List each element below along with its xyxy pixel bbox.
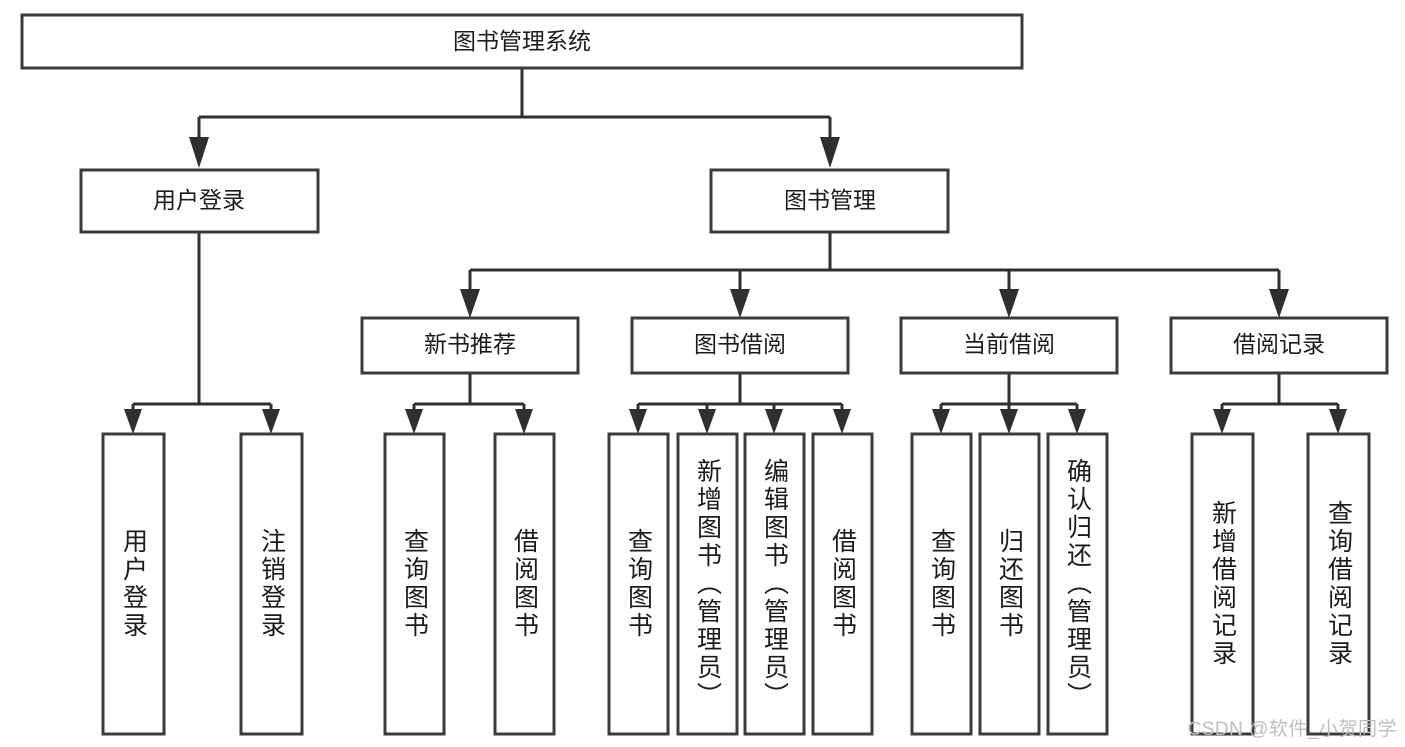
- node-borrow-box[interactable]: [630, 316, 850, 375]
- arrow-head-borrow-leaf-2: [698, 409, 716, 434]
- arrow-head-borrow-leaf-1: [629, 409, 647, 434]
- csdn-watermark: CSDN @软件_小贺同学: [1187, 719, 1397, 740]
- connector-group-root: [189, 68, 840, 168]
- node-root-box[interactable]: [20, 13, 1024, 70]
- node-borrow-label: 图书借阅: [694, 331, 786, 357]
- node-records-label: 借阅记录: [1233, 331, 1325, 357]
- arrow-head-book-mgmt: [820, 137, 840, 168]
- leaf-box-records-query[interactable]: [1306, 432, 1371, 736]
- node-current-box[interactable]: [899, 316, 1119, 375]
- arrow-head-borrow: [730, 289, 750, 318]
- arrow-head-newbook-leaf-1: [405, 409, 423, 434]
- node-book-mgmt-label: 图书管理: [784, 187, 876, 213]
- arrow-head-borrow-leaf-3: [765, 409, 783, 434]
- node-root-label: 图书管理系统: [453, 28, 591, 54]
- arrow-head-new-book: [460, 289, 480, 318]
- leaf-box-borrow-add[interactable]: [676, 432, 739, 736]
- arrow-head-current-leaf-2: [1000, 409, 1018, 434]
- leaf-box-current-query[interactable]: [910, 432, 973, 736]
- leaf-box-borrow-lend[interactable]: [811, 432, 874, 736]
- leaf-box-records-add[interactable]: [1190, 432, 1255, 736]
- arrow-head-borrow-leaf-4: [833, 409, 851, 434]
- node-records-box[interactable]: [1169, 316, 1389, 375]
- arrow-head-records: [1269, 289, 1289, 318]
- connector-group-records: [1213, 373, 1347, 434]
- connector-group-borrow: [629, 373, 851, 434]
- connector-group-current: [932, 373, 1086, 434]
- node-book-mgmt-box[interactable]: [709, 168, 950, 234]
- arrow-head-records-leaf-2: [1329, 409, 1347, 434]
- arrow-head-leaf-logout: [262, 409, 280, 434]
- node-new-book-box[interactable]: [360, 316, 580, 375]
- leaf-box-logout[interactable]: [239, 432, 304, 736]
- arrow-head-current-leaf-3: [1068, 409, 1086, 434]
- leaf-box-newbook-borrow[interactable]: [493, 432, 556, 736]
- node-user-login-box[interactable]: [79, 168, 320, 234]
- leaf-box-borrow-query[interactable]: [607, 432, 670, 736]
- node-new-book-label: 新书推荐: [424, 331, 516, 357]
- leaf-box-borrow-edit[interactable]: [743, 432, 806, 736]
- arrow-head-records-leaf-1: [1213, 409, 1231, 434]
- leaf-box-current-confirm[interactable]: [1046, 432, 1109, 736]
- leaf-box-newbook-query[interactable]: [383, 432, 446, 736]
- connector-group-new-book: [405, 373, 533, 434]
- arrow-head-user-login: [189, 137, 209, 168]
- node-current-label: 当前借阅: [963, 331, 1055, 357]
- leaf-box-current-return[interactable]: [978, 432, 1041, 736]
- arrow-head-current: [999, 289, 1019, 318]
- arrow-head-newbook-leaf-2: [515, 409, 533, 434]
- arrow-head-current-leaf-1: [932, 409, 950, 434]
- connector-group-book-mgmt: [460, 232, 1289, 318]
- node-user-login-label: 用户登录: [153, 187, 245, 213]
- connector-group-user-login: [124, 232, 280, 434]
- arrow-head-leaf-user-login: [124, 409, 142, 434]
- leaf-box-user-login[interactable]: [101, 432, 166, 736]
